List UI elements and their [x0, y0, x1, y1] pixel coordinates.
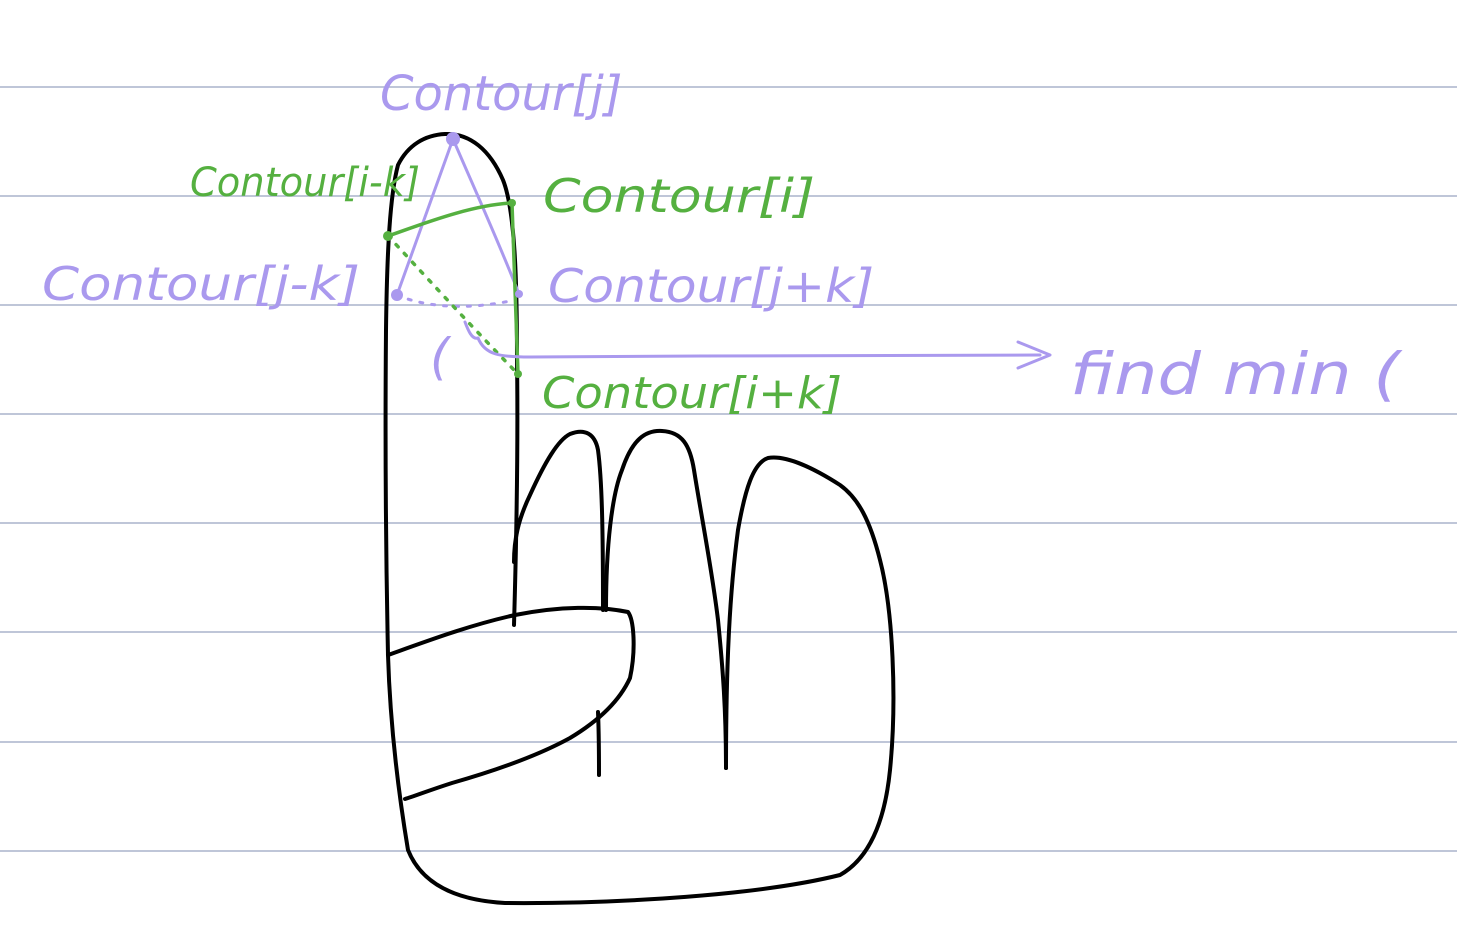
arrow-right-icon: [476, 336, 1052, 370]
label-find-min: find min (: [1070, 340, 1403, 408]
line-j-minus-k-to-j-plus-k-dotted: [395, 293, 517, 308]
point-contour-j: [446, 132, 460, 146]
point-contour-i-minus-k: [383, 231, 393, 241]
index-finger-outline: [383, 131, 520, 657]
label-theta: (: [430, 328, 452, 386]
ring-finger-outline: [604, 428, 728, 770]
line-j-to-j-plus-k: [451, 137, 521, 296]
label-contour-i: Contour[i]: [543, 169, 815, 223]
label-contour-j-plus-k: Contour[j+k]: [548, 259, 874, 313]
label-contour-i-plus-k: Contour[i+k]: [542, 368, 842, 419]
label-contour-j: Contour[j]: [380, 66, 622, 122]
line-j-to-j-minus-k: [395, 137, 455, 297]
point-contour-i-plus-k: [514, 370, 522, 378]
point-contour-j-minus-k: [391, 289, 403, 301]
line-i-minus-k-to-i-plus-k-dotted: [386, 234, 520, 376]
line-i-minus-k-to-i: [386, 201, 514, 238]
label-contour-i-minus-k: Contour[i-k]: [190, 160, 420, 206]
hand-sketch-icon: [383, 131, 896, 906]
point-contour-i: [508, 199, 516, 207]
point-contour-j-plus-k: [515, 290, 523, 298]
finger-crease: [596, 710, 601, 777]
line-i-to-i-plus-k: [510, 201, 520, 376]
label-contour-j-minus-k: Contour[j-k]: [42, 257, 360, 311]
green-construction: [386, 201, 520, 376]
middle-finger-outline: [512, 429, 605, 612]
palm-outline: [386, 455, 896, 906]
thumb-outline: [386, 605, 636, 801]
